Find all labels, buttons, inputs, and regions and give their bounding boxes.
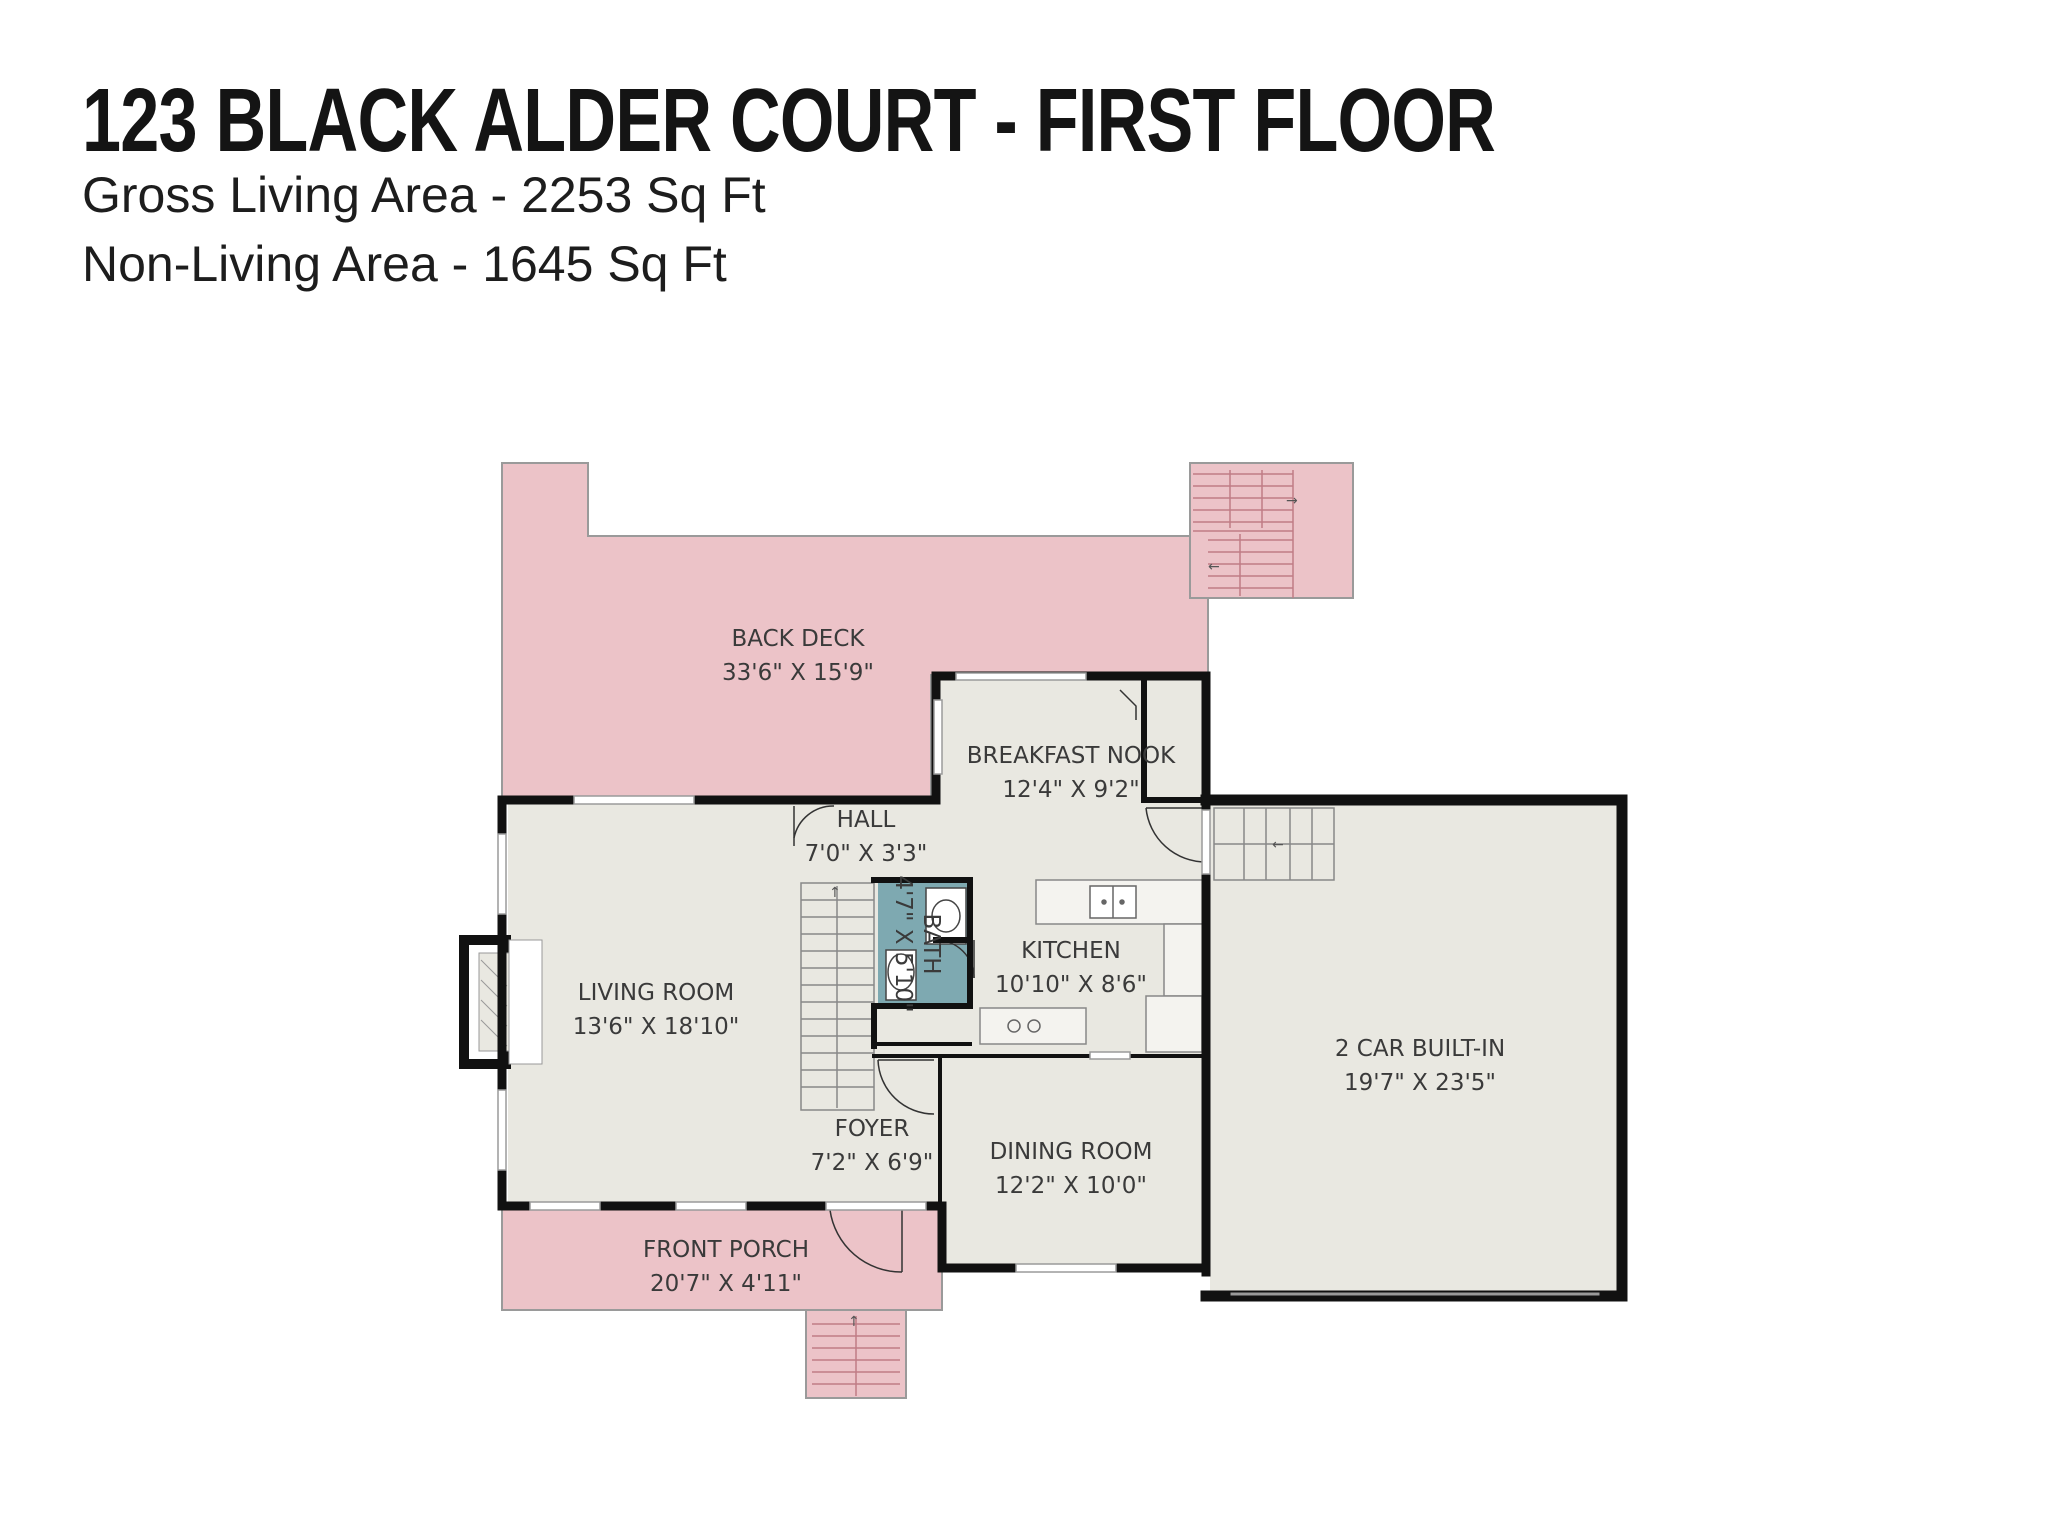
back-deck: → ← BACK DECK 33'6" X 15'9" [501, 462, 1354, 801]
bath-name: BATH [918, 913, 944, 974]
front-porch-name: FRONT PORCH [643, 1237, 809, 1263]
hall-name: HALL [837, 807, 896, 833]
breakfast-nook-name: BREAKFAST NOOK [967, 743, 1176, 769]
main-house-floor [508, 680, 1206, 1268]
living-room-name: LIVING ROOM [578, 980, 735, 1006]
kitchen-name: KITCHEN [1021, 938, 1121, 964]
kitchen-sink [1089, 885, 1137, 919]
kitchen-size: 10'10" X 8'6" [995, 972, 1147, 998]
garage-floor [1210, 804, 1623, 1298]
deck-stairs [1193, 470, 1294, 598]
bath-size: 4'7" X 5'10" [890, 875, 916, 1012]
non-living-area: Non-Living Area - 1645 Sq Ft [82, 236, 727, 292]
kitchen-stove [1007, 1019, 1041, 1033]
back-deck-size: 33'6" X 15'9" [722, 660, 874, 686]
deck-stair-arrow-bottom: ← [1208, 559, 1220, 575]
interior-stairs [800, 882, 875, 1111]
foyer-name: FOYER [835, 1116, 910, 1142]
garage-name: 2 CAR BUILT-IN [1335, 1036, 1505, 1062]
front-porch: ↑ FRONT PORCH 20'7" X 4'11" [501, 1205, 943, 1399]
dining-room-size: 12'2" X 10'0" [995, 1173, 1147, 1199]
interior-floors [459, 680, 1623, 1298]
dining-room-name: DINING ROOM [990, 1139, 1153, 1165]
door-swings [793, 689, 1207, 1273]
garage-stair-arrow: ← [1272, 837, 1284, 853]
windows [497, 672, 1211, 1273]
back-deck-name: BACK DECK [732, 626, 866, 652]
page-title: 123 BLACK ALDER COURT - FIRST FLOOR [82, 71, 1496, 171]
garage-stairs [1213, 807, 1335, 881]
garage-size: 19'7" X 23'5" [1344, 1070, 1496, 1096]
interior-stair-arrow: ↑ [829, 885, 841, 901]
breakfast-nook-size: 12'4" X 9'2" [1002, 777, 1139, 803]
fireplace-insert [508, 939, 543, 1065]
bath-fixtures [885, 887, 967, 1001]
front-steps-arrow: ↑ [848, 1314, 860, 1330]
front-porch-size: 20'7" X 4'11" [650, 1271, 802, 1297]
front-steps [812, 1316, 900, 1396]
living-room-size: 13'6" X 18'10" [573, 1014, 740, 1040]
bath-label: BATH 4'7" X 5'10" [890, 875, 944, 1012]
foyer-size: 7'2" X 6'9" [811, 1150, 934, 1176]
hall-size: 7'0" X 3'3" [805, 841, 928, 867]
front-porch-area [501, 1205, 943, 1311]
deck-stair-arrow-top: → [1286, 493, 1298, 509]
gross-living-area: Gross Living Area - 2253 Sq Ft [82, 167, 766, 223]
